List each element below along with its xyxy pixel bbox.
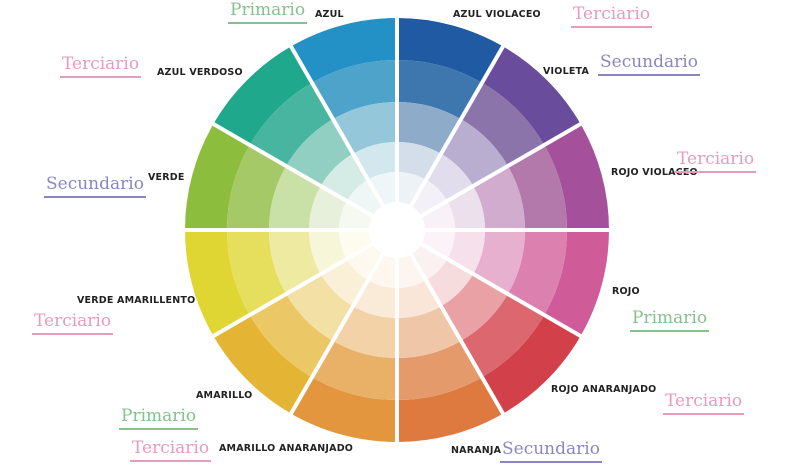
color-name-label: AMARILLO ANARANJADO (219, 443, 354, 454)
wheel-center (369, 202, 425, 258)
wheel-ring-2 (397, 340, 482, 400)
category-label-terciario: Terciario (60, 55, 142, 78)
wheel-ring-4 (320, 259, 368, 307)
wheel-ring-3 (286, 274, 353, 341)
wheel-ring-1 (482, 315, 581, 414)
wheel-segment-verde-amarillento (185, 124, 373, 230)
wheel-ring-3 (286, 119, 353, 186)
wheel-ring-2 (507, 230, 567, 315)
category-label-secundario: Secundario (500, 440, 602, 463)
category-label-terciario: Terciario (675, 150, 757, 173)
wheel-ring-4 (320, 153, 368, 201)
wheel-ring-1 (185, 124, 250, 230)
segment-divider (205, 118, 398, 232)
wheel-ring-1 (397, 18, 503, 83)
segment-divider (285, 38, 399, 231)
wheel-ring-5 (339, 201, 373, 230)
wheel-ring-5 (339, 230, 373, 259)
category-label-primario: Primario (630, 309, 710, 332)
wheel-ring-5 (411, 179, 448, 216)
wheel-ring-1 (213, 315, 312, 414)
color-name-label: AZUL VIOLACEO (453, 9, 541, 20)
wheel-segment-amarillo (185, 230, 373, 336)
wheel-ring-2 (461, 82, 545, 166)
wheel-segment-violeta (421, 124, 609, 230)
wheel-ring-2 (227, 145, 287, 230)
wheel-segment-naranja (291, 254, 397, 442)
wheel-ring-1 (544, 124, 609, 230)
color-name-label: AZUL (315, 9, 344, 20)
color-name-label: ROJO (612, 286, 640, 297)
wheel-ring-5 (368, 254, 397, 288)
wheel-ring-2 (249, 82, 333, 166)
segment-divider (395, 228, 589, 342)
category-label-terciario: Terciario (571, 5, 653, 28)
segment-divider (285, 228, 399, 422)
wheel-segment-azul (397, 18, 503, 206)
color-name-label: VIOLETA (543, 66, 590, 77)
wheel-ring-3 (441, 274, 508, 341)
wheel-ring-4 (426, 259, 474, 307)
wheel-ring-2 (249, 294, 333, 378)
wheel-ring-1 (213, 46, 312, 145)
wheel-ring-1 (544, 230, 609, 336)
wheel-ring-2 (312, 60, 397, 120)
category-label-terciario: Terciario (32, 312, 114, 335)
wheel-ring-3 (473, 166, 525, 230)
wheel-ring-1 (185, 230, 250, 336)
color-name-label: AZUL VERDOSO (157, 67, 243, 78)
segment-divider (395, 38, 509, 231)
category-label-secundario: Secundario (44, 175, 146, 198)
wheel-segment-rojo (411, 244, 581, 414)
segment-divider (395, 228, 509, 422)
wheel-ring-1 (397, 377, 503, 442)
category-label-terciario: Terciario (663, 392, 745, 415)
wheel-ring-5 (397, 254, 426, 288)
color-name-label: NARANJA (451, 445, 502, 456)
wheel-ring-5 (421, 201, 455, 230)
wheel-segment-rojo-violaceo (421, 230, 609, 336)
category-label-terciario: Terciario (130, 439, 212, 462)
wheel-ring-5 (346, 179, 383, 216)
wheel-segment-verde (213, 46, 383, 216)
wheel-ring-3 (333, 102, 397, 154)
category-label-primario: Primario (119, 407, 199, 430)
wheel-segment-amarillo-anaranjado (213, 244, 383, 414)
wheel-ring-3 (269, 230, 321, 294)
wheel-ring-3 (333, 306, 397, 358)
color-name-label: ROJO VIOLACEO (611, 167, 698, 178)
wheel-ring-3 (397, 102, 461, 154)
color-name-label: VERDE (148, 172, 185, 183)
color-name-label: ROJO ANARANJADO (551, 384, 657, 395)
wheel-ring-5 (368, 172, 397, 206)
wheel-ring-2 (227, 230, 287, 315)
segment-divider (395, 118, 589, 232)
wheel-ring-5 (421, 230, 455, 259)
wheel-ring-2 (397, 60, 482, 120)
wheel-ring-5 (397, 172, 426, 206)
wheel-ring-5 (411, 244, 448, 281)
color-name-label: AMARILLO (196, 390, 253, 401)
wheel-ring-2 (312, 340, 397, 400)
wheel-ring-5 (346, 244, 383, 281)
wheel-ring-2 (461, 294, 545, 378)
wheel-ring-4 (426, 153, 474, 201)
wheel-ring-1 (482, 46, 581, 145)
color-name-label: VERDE AMARILLENTO (77, 295, 196, 306)
wheel-ring-3 (397, 306, 461, 358)
wheel-ring-1 (291, 377, 397, 442)
wheel-ring-1 (291, 17, 397, 83)
wheel-segment-azul-verdoso (291, 17, 397, 206)
category-label-secundario: Secundario (598, 53, 700, 76)
wheel-ring-2 (507, 145, 567, 230)
wheel-segment-azul-violaceo (411, 46, 581, 216)
wheel-ring-3 (269, 166, 321, 230)
category-label-primario: Primario (228, 1, 308, 24)
segment-divider (205, 228, 398, 342)
wheel-ring-3 (441, 119, 508, 186)
wheel-ring-3 (473, 230, 525, 294)
